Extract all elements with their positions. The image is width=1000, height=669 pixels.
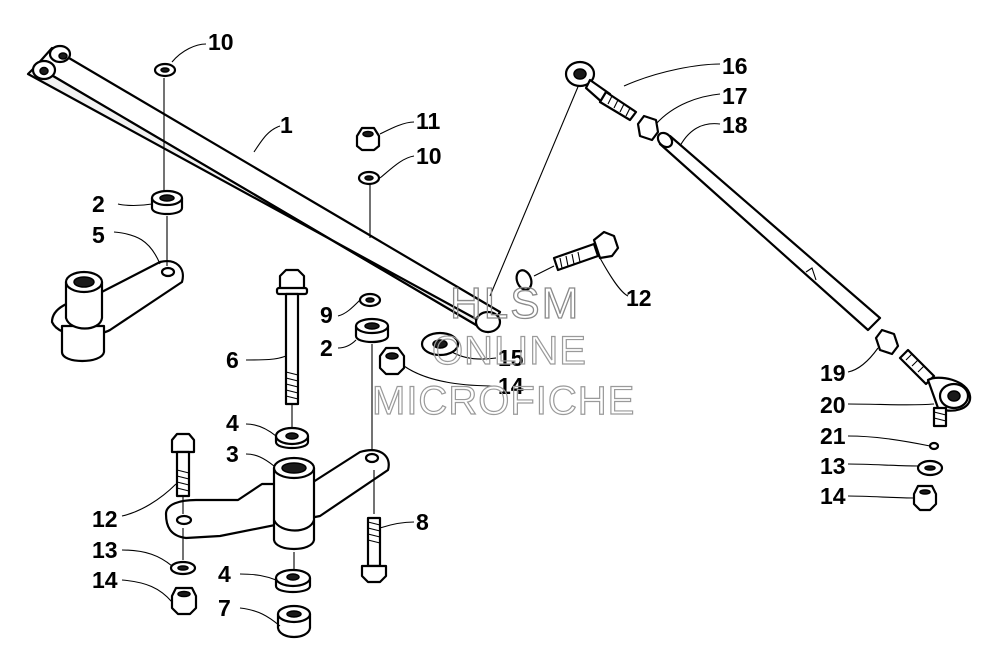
washer-part-13-lower	[169, 560, 197, 576]
idler-arm-part-3	[164, 449, 390, 551]
bolt-part-12-upper	[552, 230, 620, 272]
bolt-part-12-lower	[170, 432, 196, 498]
washer-part-13-right	[916, 459, 944, 477]
callout-14-middle: 14	[498, 373, 524, 399]
callout-21: 21	[820, 423, 846, 449]
leader-lines	[113, 43, 935, 627]
watermark-line-3: MICROFICHE	[372, 379, 635, 423]
callout-17: 17	[722, 83, 748, 109]
washer-part-9	[358, 292, 382, 308]
watermark-line-2: ONLINE	[432, 329, 587, 373]
washer-part-4-upper	[274, 426, 310, 450]
callout-8: 8	[416, 509, 429, 535]
callout-4-lower: 4	[218, 561, 231, 587]
bushing-part-2-upper	[150, 189, 184, 216]
watermark-line-1: HLSM	[450, 279, 580, 328]
callout-1: 1	[280, 112, 293, 138]
callout-19: 19	[820, 360, 846, 386]
bushing-part-2-middle	[354, 317, 390, 344]
callout-2-middle: 2	[320, 335, 333, 361]
callout-12-lower: 12	[92, 506, 118, 532]
tie-rod-end-part-16	[564, 60, 638, 122]
callout-13-right: 13	[820, 453, 846, 479]
callout-12-upper: 12	[626, 285, 652, 311]
steering-arm-part-5	[50, 260, 184, 362]
washer-part-21	[928, 441, 940, 451]
washer-part-10-near-arm	[420, 331, 460, 357]
watermark: HLSM ONLINE MICROFICHE	[371, 278, 635, 423]
nut-part-14-lower	[170, 586, 198, 616]
callout-10-top: 10	[208, 29, 234, 55]
callout-11: 11	[416, 108, 441, 134]
tie-rod-end-part-20	[898, 348, 972, 428]
bolt-part-6	[275, 268, 309, 406]
callout-9: 9	[320, 302, 333, 328]
bolt-part-8	[360, 516, 388, 584]
callout-7: 7	[218, 595, 231, 621]
washer-part-4-lower	[274, 568, 312, 594]
callout-16: 16	[722, 53, 748, 79]
callout-6: 6	[226, 347, 239, 373]
tie-rod-tube-part-18	[656, 131, 882, 332]
callout-20: 20	[820, 392, 846, 418]
callout-5: 5	[92, 222, 105, 248]
callout-13-lower: 13	[92, 537, 118, 563]
nut-part-14-right	[912, 484, 938, 512]
washer-part-10-middle	[357, 170, 381, 186]
washer-part-15	[515, 269, 533, 291]
callout-10-middle: 10	[416, 143, 442, 169]
callout-3: 3	[226, 441, 239, 467]
jam-nut-part-17	[636, 114, 660, 142]
nut-part-11	[355, 126, 381, 152]
callout-14-lower: 14	[92, 567, 118, 593]
callout-numbers: 10 1 11 10 2 5 6 9 2 4 3 12 13 14 4 7 8 …	[92, 29, 846, 621]
nut-part-14-middle	[378, 346, 406, 376]
callout-18: 18	[722, 112, 748, 138]
pitman-arm-part-1	[26, 44, 502, 334]
jam-nut-part-19	[874, 328, 900, 356]
nut-part-7	[276, 604, 312, 639]
callout-14-right: 14	[820, 483, 846, 509]
callout-4-upper: 4	[226, 410, 239, 436]
callout-15: 15	[498, 345, 524, 371]
callout-2-upper: 2	[92, 191, 105, 217]
washer-part-10-top	[153, 62, 177, 78]
